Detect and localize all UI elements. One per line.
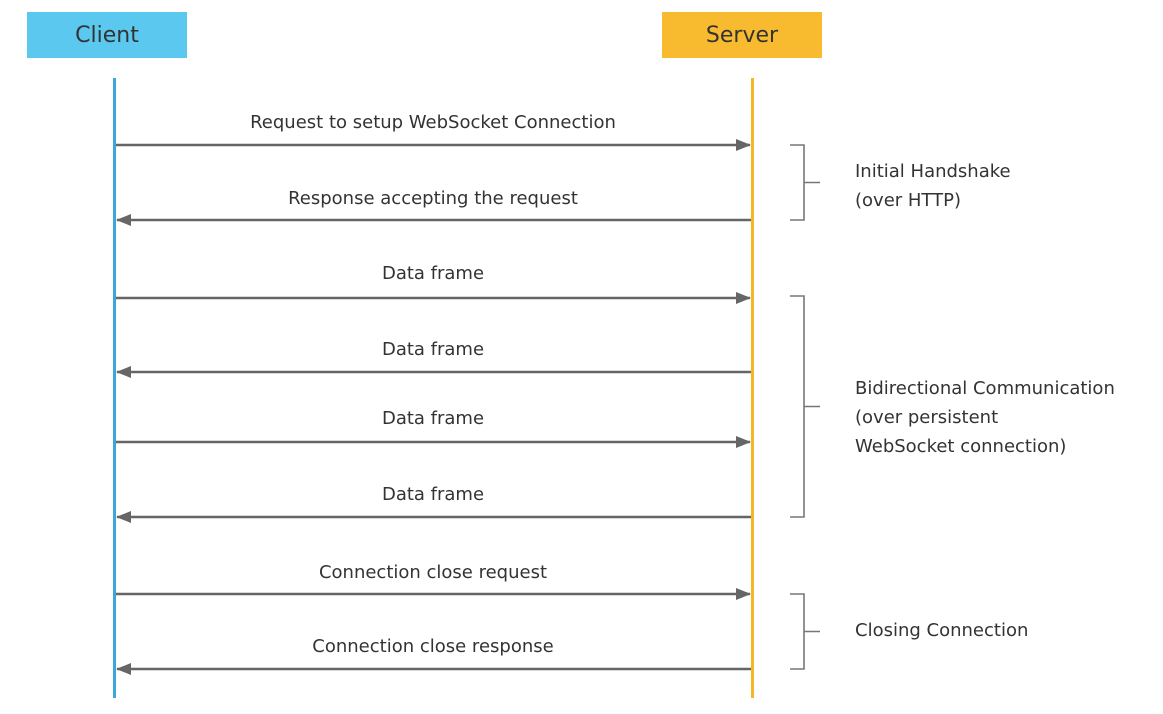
server-participant-box: Server <box>662 12 822 58</box>
server-lifeline <box>751 78 754 698</box>
phase-line: (over persistent <box>855 407 999 428</box>
client-label: Client <box>75 22 139 48</box>
message-label-2: Response accepting the request <box>288 188 578 209</box>
message-label-5: Data frame <box>381 408 485 429</box>
message-label-1: Request to setup WebSocket Connection <box>250 112 616 133</box>
phase-line: Closing Connection <box>855 620 1029 641</box>
message-label-3: Data frame <box>381 263 485 284</box>
phase-initial-handshake: Initial Handshake (over HTTP) <box>855 157 1011 215</box>
message-label-4: Data frame <box>381 339 485 360</box>
phase-bracket-2 <box>790 295 820 518</box>
phase-line: (over HTTP) <box>855 190 961 211</box>
phase-line: Bidirectional Communication <box>855 378 1115 399</box>
message-label-7: Connection close request <box>318 562 548 583</box>
phase-bidirectional: Bidirectional Communication (over persis… <box>855 374 1115 461</box>
phase-bracket-1 <box>790 144 820 221</box>
phase-bracket-3 <box>790 593 820 670</box>
client-lifeline <box>113 78 116 698</box>
client-participant-box: Client <box>27 12 187 58</box>
phase-closing: Closing Connection <box>855 616 1028 645</box>
message-label-6: Data frame <box>381 484 485 505</box>
phase-line: Initial Handshake <box>855 161 1011 182</box>
phase-line: WebSocket connection) <box>855 436 1067 457</box>
server-label: Server <box>705 22 779 48</box>
message-label-8: Connection close response <box>312 636 554 657</box>
